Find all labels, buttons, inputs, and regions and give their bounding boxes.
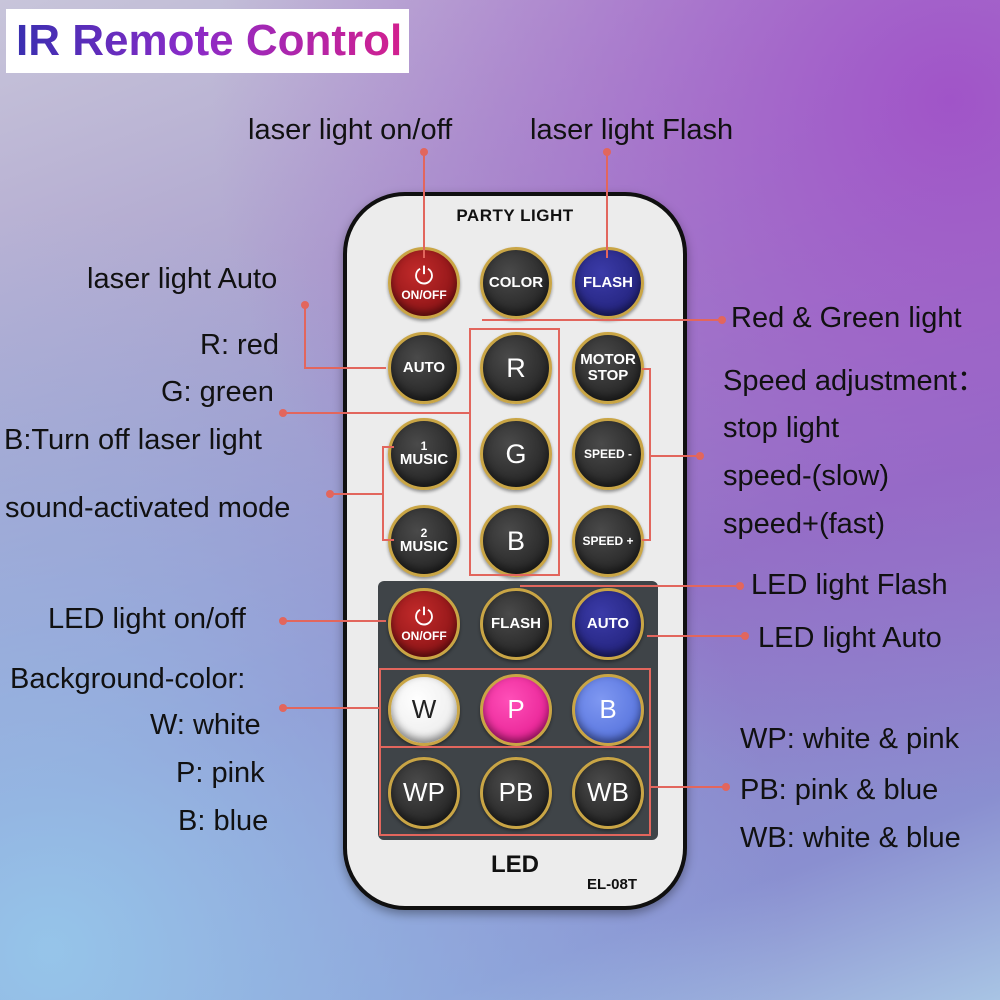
label-p-pink: P: pink: [176, 757, 265, 789]
label-laser-flash: laser light Flash: [530, 114, 734, 146]
b-off-button[interactable]: B: [480, 505, 552, 577]
color-button[interactable]: COLOR: [480, 247, 552, 319]
label-r-red: R: red: [200, 329, 279, 361]
brand-label: PARTY LIGHT: [456, 206, 574, 225]
p-button[interactable]: P: [480, 674, 552, 746]
laser-on-off-button[interactable]: ⏻ ON/OFF: [388, 247, 460, 319]
model-label: EL-08T: [587, 876, 638, 893]
label-speed-slow: speed-(slow): [723, 460, 889, 492]
button-label: ON/OFF: [401, 287, 447, 302]
button-label: 1: [420, 438, 428, 453]
power-icon: ⏻: [414, 262, 434, 290]
label-b-blue: B: blue: [178, 805, 269, 837]
wb-button[interactable]: WB: [572, 757, 644, 829]
label-b-off: B:Turn off laser light: [4, 424, 262, 456]
label-background-color: Background-color:: [10, 663, 246, 695]
label-led-auto: LED light Auto: [758, 622, 942, 654]
title-box: IR Remote Control: [6, 9, 409, 73]
button-label: MUSIC: [399, 451, 449, 469]
g-button[interactable]: G: [480, 418, 552, 490]
laser-flash-button[interactable]: FLASH: [572, 247, 644, 319]
label-speed-adjustment: Speed adjustment：: [723, 365, 986, 397]
label-stop-light: stop light: [723, 412, 840, 444]
led-on-off-button[interactable]: ⏻ ON/OFF: [388, 588, 460, 660]
label-sound-mode: sound-activated mode: [5, 492, 291, 524]
label-wp: WP: white & pink: [740, 723, 960, 755]
pb-button[interactable]: PB: [480, 757, 552, 829]
label-g-green: G: green: [161, 376, 274, 408]
led-label: LED: [491, 851, 539, 878]
label-pb: PB: pink & blue: [740, 774, 939, 806]
led-auto-button[interactable]: AUTO: [572, 588, 644, 660]
label-speed-fast: speed+(fast): [723, 508, 886, 540]
laser-auto-button[interactable]: AUTO: [388, 332, 460, 404]
music-1-button[interactable]: 1 MUSIC: [388, 418, 460, 490]
label-laser-on-off: laser light on/off: [248, 114, 453, 146]
label-led-flash: LED light Flash: [751, 569, 948, 601]
page-title: IR Remote Control: [16, 16, 403, 65]
label-led-on-off: LED light on/off: [48, 603, 246, 635]
label-laser-auto: laser light Auto: [87, 263, 278, 295]
wp-button[interactable]: WP: [388, 757, 460, 829]
led-flash-button[interactable]: FLASH: [480, 588, 552, 660]
remote-control: PARTY LIGHT ⏻ ON/OFF COLOR FLASH AUTO R …: [343, 192, 687, 910]
button-label: STOP: [587, 367, 629, 384]
label-wb: WB: white & blue: [740, 822, 961, 854]
button-label: MUSIC: [399, 538, 449, 556]
label-w-white: W: white: [150, 709, 261, 741]
speed-minus-button[interactable]: SPEED -: [572, 418, 644, 490]
r-button[interactable]: R: [480, 332, 552, 404]
b-blue-button[interactable]: B: [572, 674, 644, 746]
label-red-green: Red & Green light: [731, 302, 962, 334]
power-icon: ⏻: [414, 603, 434, 631]
button-label: MOTOR: [580, 351, 636, 369]
speed-plus-button[interactable]: SPEED +: [572, 505, 644, 577]
button-label: ON/OFF: [401, 628, 447, 643]
music-2-button[interactable]: 2 MUSIC: [388, 505, 460, 577]
motor-stop-button[interactable]: MOTOR STOP: [572, 332, 644, 404]
button-label: 2: [420, 525, 428, 540]
w-button[interactable]: W: [388, 674, 460, 746]
